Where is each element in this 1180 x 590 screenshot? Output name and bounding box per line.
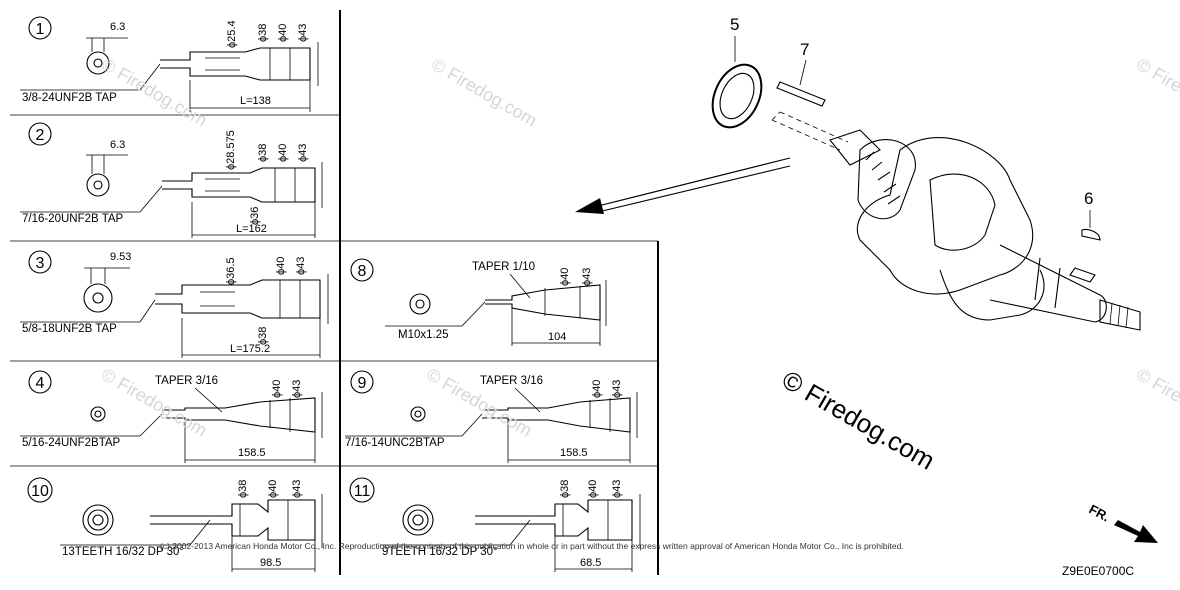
cell-number: 8 bbox=[358, 263, 367, 280]
cell-number: 3 bbox=[36, 255, 45, 272]
length-label: 104 bbox=[548, 331, 566, 343]
cell-number: 1 bbox=[36, 21, 45, 38]
front-direction-indicator: FR. bbox=[1087, 501, 1158, 543]
key-width-label: 6.3 bbox=[110, 21, 125, 33]
key-width-label: 6.3 bbox=[110, 139, 125, 151]
diameter-label: ϕ43 bbox=[297, 24, 309, 42]
length-label: L=175.2 bbox=[230, 343, 270, 355]
diameter-label: ϕ25.4 bbox=[226, 20, 238, 48]
callout-6: 6 bbox=[1084, 189, 1093, 208]
front-arrow-icon bbox=[1114, 520, 1158, 543]
svg-text:© Firedog.com: © Firedog.com bbox=[1133, 364, 1180, 440]
taper-label: TAPER 3/16 bbox=[155, 375, 218, 387]
variant-cell-11: 11 ϕ38 ϕ40 ϕ43 9TEETH 16/32 DP 30° 68.5 bbox=[349, 477, 641, 572]
callout-7: 7 bbox=[800, 40, 809, 59]
key-width-label: 9.53 bbox=[110, 251, 131, 263]
variant-cell-3: 3 9.53 ϕ36.5 ϕ40 ϕ43 ϕ38 5/8-18UNF2B TAP… bbox=[20, 250, 329, 358]
length-label: 158.5 bbox=[238, 447, 266, 459]
cell-number: 10 bbox=[31, 483, 49, 500]
tooth-spec-label: 13TEETH 16/32 DP 30° bbox=[62, 546, 184, 558]
diameter-label: ϕ43 bbox=[291, 480, 303, 498]
variant-cell-4: 4 TAPER 3/16 ϕ40 ϕ43 5/16-24UNF2BTAP 158… bbox=[20, 370, 323, 463]
copyright-notice: (c) 2002-2013 American Honda Motor Co., … bbox=[160, 541, 904, 551]
diameter-label: ϕ40 bbox=[267, 480, 279, 498]
tap-spec-label: 7/16-20UNF2B TAP bbox=[22, 213, 124, 225]
variant-cell-9: 9 TAPER 3/16 ϕ40 ϕ43 7/16-14UNC2BTAP 158… bbox=[345, 370, 638, 463]
diameter-label: ϕ40 bbox=[591, 380, 603, 398]
watermark-large: © Firedog.com bbox=[777, 364, 940, 475]
diameter-label: ϕ38 bbox=[559, 480, 571, 498]
tap-spec-label: 5/8-18UNF2B TAP bbox=[22, 323, 117, 335]
taper-label: TAPER 3/16 bbox=[480, 375, 543, 387]
diagram-code: Z9E0E0700C bbox=[1062, 564, 1134, 578]
length-label: 158.5 bbox=[560, 447, 588, 459]
diameter-label: ϕ40 bbox=[559, 268, 571, 286]
diameter-label: ϕ40 bbox=[587, 480, 599, 498]
diameter-label: ϕ40 bbox=[277, 24, 289, 42]
cell-number: 4 bbox=[36, 375, 45, 392]
watermarks: © Firedog.com © Firedog.com © Firedog.co… bbox=[98, 54, 1180, 475]
diameter-label: ϕ43 bbox=[297, 144, 309, 162]
tap-spec-label: M10x1.25 bbox=[398, 329, 449, 341]
diameter-label: ϕ43 bbox=[611, 480, 623, 498]
diameter-label: ϕ38 bbox=[257, 327, 269, 345]
cell-number: 9 bbox=[358, 375, 367, 392]
diameter-label: ϕ28.575 bbox=[225, 130, 237, 170]
diameter-label: ϕ43 bbox=[291, 380, 303, 398]
diameter-label: ϕ38 bbox=[257, 144, 269, 162]
diameter-label: ϕ36.5 bbox=[225, 257, 237, 285]
diameter-label: ϕ43 bbox=[295, 257, 307, 275]
diameter-label: ϕ43 bbox=[581, 268, 593, 286]
variant-cell-8: 8 TAPER 1/10 ϕ40 ϕ43 M10x1.25 104 bbox=[350, 258, 607, 346]
diameter-label: ϕ43 bbox=[611, 380, 623, 398]
cell-number: 2 bbox=[36, 127, 45, 144]
tap-spec-label: 7/16-14UNC2BTAP bbox=[345, 437, 445, 449]
length-label: L=138 bbox=[240, 95, 271, 107]
diameter-label: ϕ38 bbox=[257, 24, 269, 42]
taper-label: TAPER 1/10 bbox=[472, 261, 535, 273]
variant-cell-2: 2 6.3 ϕ28.575 ϕ38 ϕ40 ϕ43 ϕ36 7/16-20UNF… bbox=[20, 122, 323, 238]
crankshaft-illustration: 5 7 6 bbox=[575, 15, 1141, 331]
variant-cell-10: 10 ϕ38 ϕ40 ϕ43 13TEETH 16/32 DP 30° 98.5 bbox=[27, 477, 323, 572]
diameter-label: ϕ40 bbox=[275, 257, 287, 275]
svg-text:© Firedog.com: © Firedog.com bbox=[1133, 54, 1180, 130]
diameter-label: ϕ36 bbox=[249, 207, 261, 225]
variant-table-grid bbox=[10, 10, 659, 575]
diameter-label: ϕ40 bbox=[277, 144, 289, 162]
cell-number: 11 bbox=[354, 483, 371, 500]
tap-spec-label: 5/16-24UNF2BTAP bbox=[22, 437, 121, 449]
variant-cell-1: 1 6.3 ϕ25.4 ϕ38 ϕ40 ϕ43 3/8-24UNF2B TAP … bbox=[20, 16, 319, 112]
front-label: FR. bbox=[1087, 501, 1113, 524]
length-label: 98.5 bbox=[260, 557, 281, 569]
callout-5: 5 bbox=[730, 15, 739, 34]
diameter-label: ϕ40 bbox=[271, 380, 283, 398]
length-label: L=162 bbox=[236, 223, 267, 235]
diameter-label: ϕ38 bbox=[237, 480, 249, 498]
svg-text:© Firedog.com: © Firedog.com bbox=[428, 54, 540, 130]
length-label: 68.5 bbox=[580, 557, 601, 569]
tooth-spec-label: 9TEETH 16/32 DP 30° bbox=[382, 546, 498, 558]
tap-spec-label: 3/8-24UNF2B TAP bbox=[22, 92, 117, 104]
